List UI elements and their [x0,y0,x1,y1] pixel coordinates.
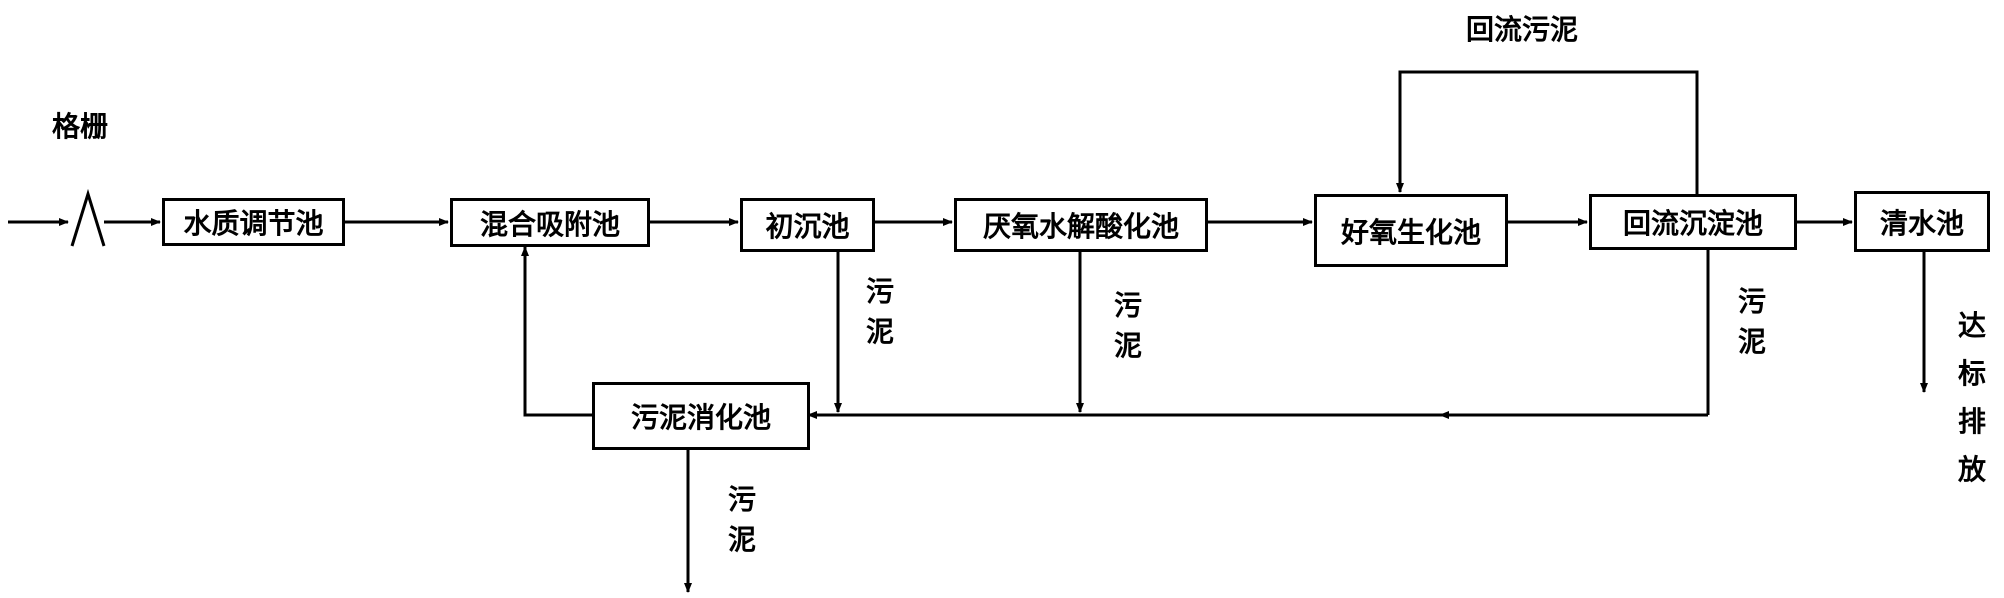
anaerobic-hydrolysis-tank-box: 厌氧水解酸化池 [954,198,1208,252]
return-sludge-loop [1396,70,1699,194]
clear-water-tank-box: 清水池 [1854,191,1990,252]
sludge-label-primary: 污泥 [864,272,896,352]
aerobic-tank-box: 好氧生化池 [1314,194,1508,267]
grille-label: 格栅 [52,110,109,143]
discharge-label: 达标排放 [1956,302,1988,494]
return-sedimentation-tank-box: 回流沉淀池 [1589,194,1797,250]
sludge-label-anaerobic: 污泥 [1112,286,1144,366]
sludge-label-digestion: 污泥 [726,480,758,560]
sludge-label-return: 污泥 [1736,282,1768,362]
sludge-digestion-tank-box: 污泥消化池 [592,382,810,450]
sludge-label-digestion-text: 污泥 [727,483,756,556]
grille-symbol [70,188,106,247]
return-sludge-label: 回流污泥 [1466,13,1579,46]
digestion-return-line [521,246,592,417]
mixing-adsorption-tank-box: 混合吸附池 [450,198,650,247]
primary-sedimentation-tank-box: 初沉池 [740,198,875,252]
discharge-label-text: 达标排放 [1957,309,1986,486]
sludge-label-return-text: 污泥 [1737,285,1766,358]
sludge-label-anaerobic-text: 污泥 [1113,289,1142,362]
regulating-tank-box: 水质调节池 [162,198,345,246]
sludge-label-primary-text: 污泥 [865,275,894,348]
